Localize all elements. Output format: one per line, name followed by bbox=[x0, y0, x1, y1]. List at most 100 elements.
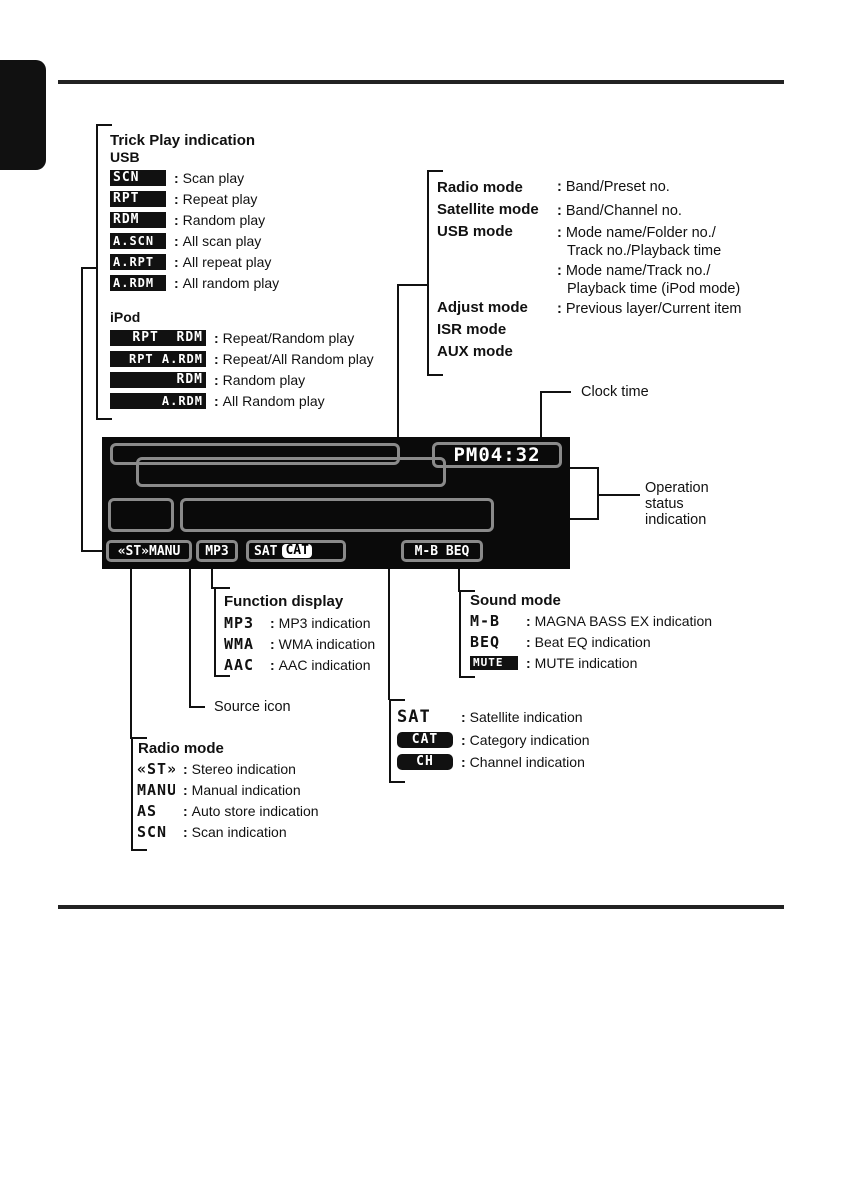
ipod-repeat-random-tag: RPT RDM bbox=[110, 329, 206, 346]
ipod-repeat-all-random-desc: Repeat/All Random play bbox=[222, 350, 374, 367]
auto-store-tag: AS bbox=[137, 802, 158, 819]
sat-indicator: SAT bbox=[254, 543, 278, 559]
top-text-segment bbox=[110, 443, 400, 465]
list-item: AS :Auto store indication bbox=[137, 802, 319, 819]
all-scan-tag: A.SCN bbox=[110, 232, 166, 249]
function-display-title: Function display bbox=[224, 593, 344, 610]
scan-desc: Scan play bbox=[182, 169, 245, 186]
list-item: CH :Channel indication bbox=[397, 751, 590, 773]
list-item: WMA :WMA indication bbox=[224, 635, 376, 652]
list-item: MP3 :MP3 indication bbox=[224, 614, 371, 631]
list-item: RPT RDM :Repeat/Random play bbox=[110, 327, 374, 348]
radio-mode-list: «ST» :Stereo indication MANU :Manual ind… bbox=[137, 758, 319, 842]
mode-val-adjust: :Previous layer/Current item bbox=[557, 301, 742, 317]
clock-display: PM04:32 bbox=[432, 442, 562, 468]
scan-indication-tag: SCN bbox=[137, 823, 168, 840]
mp3-indicator: MP3 bbox=[196, 540, 238, 562]
ipod-random-desc: Random play bbox=[222, 371, 306, 388]
clock-value: PM04:32 bbox=[453, 444, 541, 466]
list-item: RPT :Repeat play bbox=[110, 188, 279, 209]
mode-val-radio: :Band/Preset no. bbox=[557, 179, 670, 195]
ipod-repeat-random-desc: Repeat/Random play bbox=[222, 329, 355, 346]
mode-key-isr: ISR mode bbox=[437, 321, 507, 338]
second-text-segment bbox=[136, 457, 446, 487]
list-item: A.RDM :All random play bbox=[110, 272, 279, 293]
ipod-trick-list: RPT RDM :Repeat/Random play RPT A.RDM :R… bbox=[110, 327, 374, 411]
mode-key-aux: AUX mode bbox=[437, 343, 513, 360]
mode-key-adjust: Adjust mode bbox=[437, 299, 528, 316]
trick-play-ipod-header: iPod bbox=[110, 309, 141, 325]
mode-key-radio: Radio mode bbox=[437, 179, 523, 196]
random-tag: RDM bbox=[110, 211, 166, 228]
mode-val-satellite: :Band/Channel no. bbox=[557, 203, 682, 219]
repeat-tag: RPT bbox=[110, 190, 166, 207]
mb-tag: M-B bbox=[470, 612, 501, 629]
modes-table: Radio mode :Band/Preset no. Satellite mo… bbox=[437, 178, 777, 368]
list-item: BEQ :Beat EQ indication bbox=[470, 633, 651, 650]
mode-key-satellite: Satellite mode bbox=[437, 201, 539, 218]
trick-play-bracket bbox=[96, 124, 112, 420]
mp3-tag: MP3 bbox=[224, 614, 255, 631]
list-item: CAT :Category indication bbox=[397, 729, 590, 751]
ipod-all-random-tag: A.RDM bbox=[110, 392, 206, 409]
cat-tag: CAT bbox=[397, 732, 453, 748]
list-item: SCN :Scan indication bbox=[137, 823, 287, 840]
radio-mode-title: Radio mode bbox=[138, 740, 224, 757]
all-repeat-desc: All repeat play bbox=[182, 253, 272, 270]
list-item: SAT :Satellite indication bbox=[397, 709, 583, 725]
list-item: M-B :MAGNA BASS EX indication bbox=[470, 612, 713, 629]
mode-val-usb-ipod: :Mode name/Track no./ Playback time (iPo… bbox=[557, 263, 741, 297]
ipod-random-tag: RDM bbox=[110, 371, 206, 388]
ipod-repeat-all-random-tag: RPT A.RDM bbox=[110, 350, 206, 367]
satellite-list: SAT :Satellite indication CAT :Category … bbox=[397, 705, 590, 773]
repeat-desc: Repeat play bbox=[182, 190, 258, 207]
ch-tag: CH bbox=[397, 754, 453, 770]
list-item: A.RDM :All Random play bbox=[110, 390, 374, 411]
mute-tag: MUTE bbox=[470, 655, 518, 670]
list-item: RDM :Random play bbox=[110, 369, 374, 390]
function-display-list: MP3 :MP3 indication WMA :WMA indication … bbox=[224, 612, 375, 675]
sound-mode-title: Sound mode bbox=[470, 592, 561, 609]
all-repeat-tag: A.RPT bbox=[110, 253, 166, 270]
source-icon-area bbox=[108, 498, 174, 532]
clock-time-label: Clock time bbox=[581, 384, 649, 400]
stereo-tag: «ST» bbox=[137, 760, 175, 777]
radio-mode-bracket bbox=[131, 737, 147, 851]
sat-cat-indicator: SAT CAT bbox=[246, 540, 346, 562]
sound-mode-list: M-B :MAGNA BASS EX indication BEQ :Beat … bbox=[470, 610, 712, 673]
manual-tag: MANU bbox=[137, 781, 175, 798]
usb-trick-list: SCN :Scan play RPT :Repeat play RDM :Ran… bbox=[110, 167, 279, 293]
list-item: A.RPT :All repeat play bbox=[110, 251, 279, 272]
function-display-bracket bbox=[214, 587, 230, 677]
ipod-all-random-desc: All Random play bbox=[222, 392, 325, 409]
sound-mode-bracket bbox=[459, 590, 475, 678]
mode-val-usb: :Mode name/Folder no./ Track no./Playbac… bbox=[557, 225, 722, 259]
scan-tag: SCN bbox=[110, 169, 166, 186]
aac-tag: AAC bbox=[224, 656, 255, 673]
list-item: MUTE :MUTE indication bbox=[470, 652, 712, 673]
satellite-bracket bbox=[389, 699, 405, 783]
section-tab bbox=[0, 60, 46, 170]
all-random-tag: A.RDM bbox=[110, 274, 166, 291]
top-rule bbox=[58, 80, 784, 84]
list-item: RPT A.RDM :Repeat/All Random play bbox=[110, 348, 374, 369]
cat-indicator: CAT bbox=[282, 544, 312, 558]
list-item: RDM :Random play bbox=[110, 209, 279, 230]
source-icon-label: Source icon bbox=[214, 699, 291, 715]
list-item: MANU :Manual indication bbox=[137, 781, 301, 798]
random-desc: Random play bbox=[182, 211, 266, 228]
all-random-desc: All random play bbox=[182, 274, 280, 291]
list-item: «ST» :Stereo indication bbox=[137, 760, 296, 777]
operation-status-label: Operation status indication bbox=[645, 480, 709, 528]
beq-tag: BEQ bbox=[470, 633, 501, 650]
list-item: AAC :AAC indication bbox=[224, 656, 371, 673]
sound-mode-indicator: M-B BEQ bbox=[401, 540, 483, 562]
all-scan-desc: All scan play bbox=[182, 232, 262, 249]
modes-bracket bbox=[427, 170, 443, 376]
lcd-display: PM04:32 «ST»MANU MP3 SAT CAT M-B BEQ bbox=[102, 437, 570, 569]
stereo-manual-indicator: «ST»MANU bbox=[106, 540, 192, 562]
trick-play-title: Trick Play indication bbox=[110, 132, 256, 149]
mode-key-usb: USB mode bbox=[437, 223, 513, 240]
bottom-rule bbox=[58, 905, 784, 909]
trick-play-usb-header: USB bbox=[110, 149, 140, 165]
